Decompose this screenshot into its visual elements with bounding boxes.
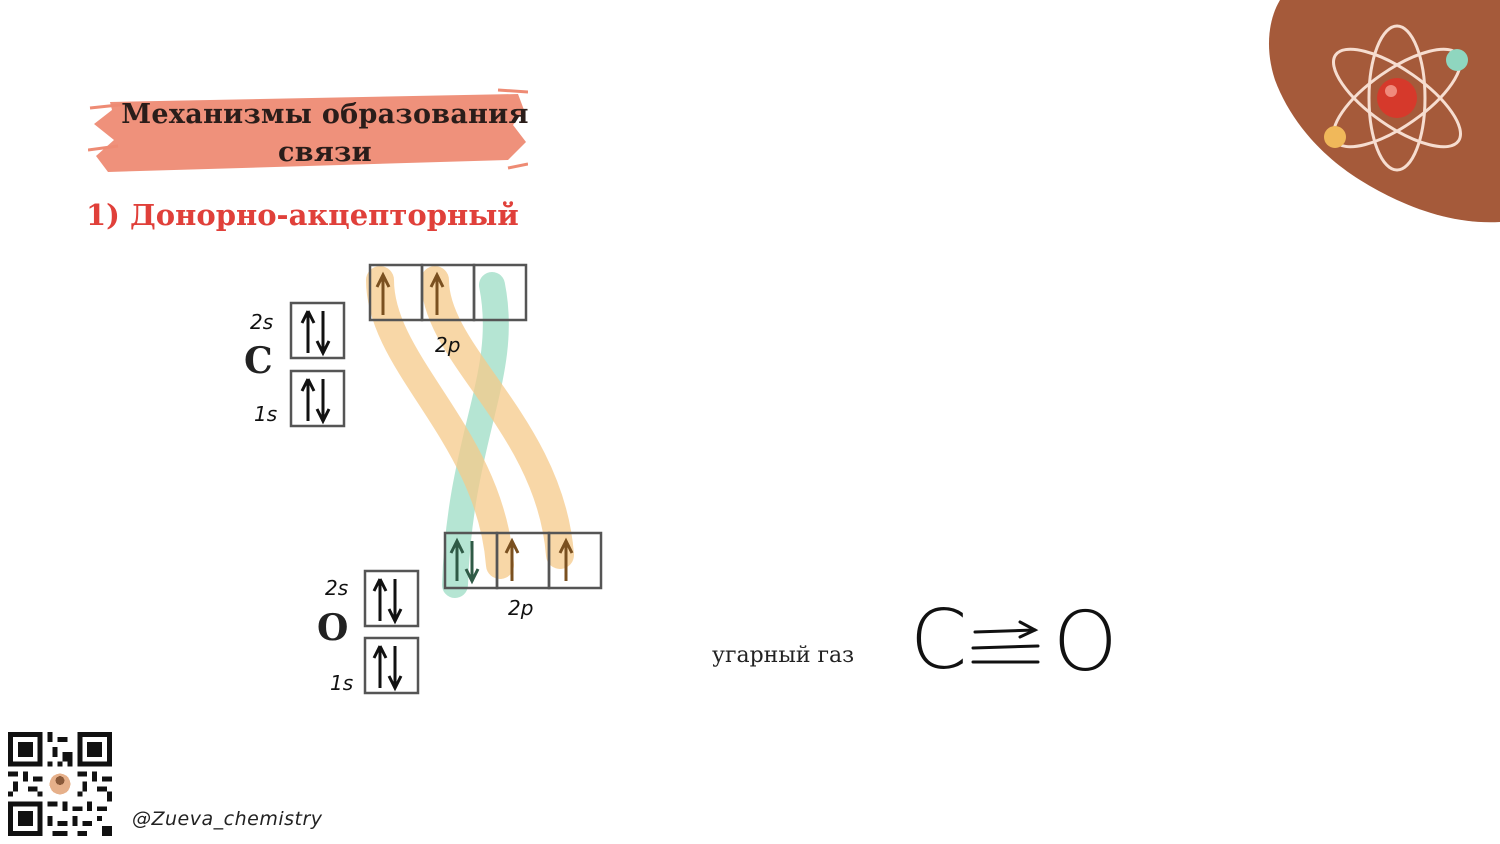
oxygen-2s-label: 2s — [325, 576, 348, 600]
carbon-2p-label: 2p — [435, 333, 460, 357]
carbon-s-arrows — [300, 310, 331, 425]
oxygen-2p-label: 2p — [508, 596, 533, 620]
oxygen-symbol: O — [317, 607, 348, 649]
formula-carbon: C — [910, 593, 967, 688]
carbon-1s-label: 1s — [254, 402, 277, 426]
slide-title: Механизмы образования связи — [110, 96, 540, 172]
triple-bond — [971, 620, 1040, 664]
oxygen-2p-arrows — [449, 537, 574, 585]
orange-highlight-2 — [421, 266, 574, 569]
green-highlight — [442, 272, 509, 598]
title-line-2: связи — [278, 137, 372, 168]
carbon-s-boxes — [289, 301, 346, 428]
author-handle: @Zueva_chemistry — [132, 808, 323, 830]
co-formula: C O — [910, 593, 1118, 690]
title-brush — [88, 88, 528, 172]
formula-oxygen: O — [1053, 595, 1118, 690]
subtitle: 1) Донорно-акцепторный — [86, 198, 519, 232]
orbital-diagram: C 2s 1s 2p O 2s 1s 2p — [244, 263, 603, 695]
oxygen-s-boxes — [363, 569, 420, 695]
oxygen-s-arrows — [372, 578, 403, 692]
carbon-2p-boxes — [368, 263, 528, 322]
carbon-2p-arrows — [375, 271, 445, 315]
qr-code — [8, 732, 112, 836]
oxygen-1s-label: 1s — [330, 671, 353, 695]
orange-highlight-1 — [366, 266, 514, 579]
gas-label: угарный газ — [712, 643, 855, 668]
corner-decoration — [1268, 0, 1500, 223]
title-line-1: Механизмы образования — [121, 99, 529, 130]
carbon-symbol: C — [244, 340, 273, 382]
carbon-2s-label: 2s — [250, 310, 273, 334]
oxygen-2p-boxes — [443, 531, 603, 590]
